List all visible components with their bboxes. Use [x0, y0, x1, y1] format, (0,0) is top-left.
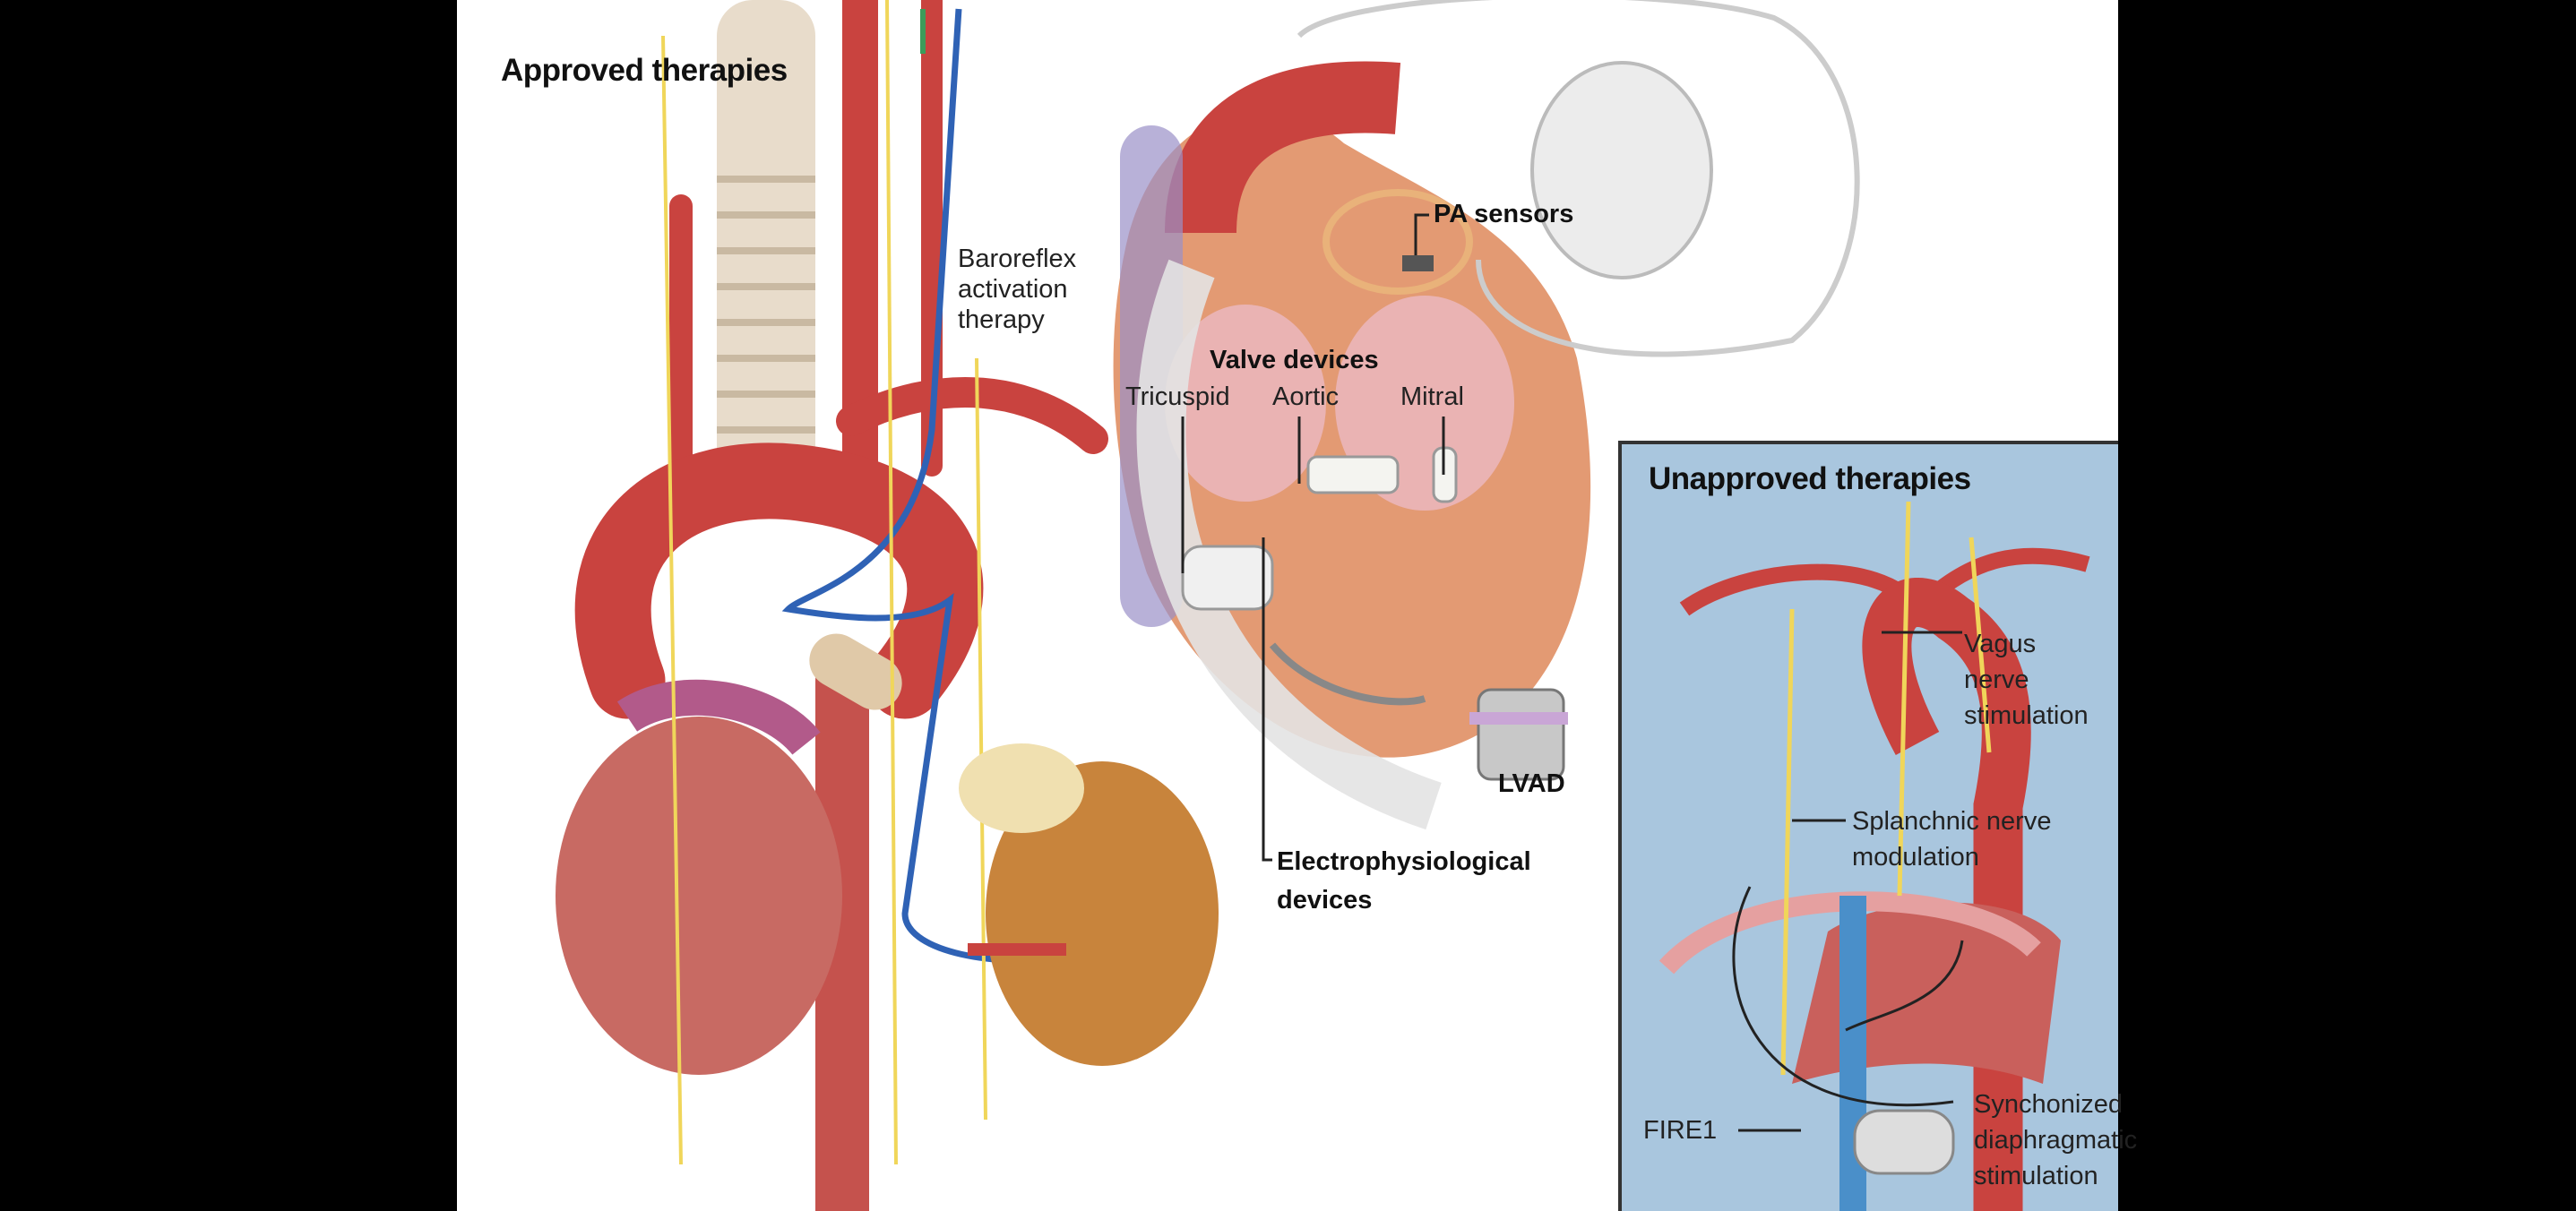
synchronized-label-1: Synchonized	[1974, 1090, 2124, 1119]
aortic-label: Aortic	[1272, 382, 1340, 411]
fire1-label: FIRE1	[1643, 1116, 1718, 1145]
tricuspid-label: Tricuspid	[1125, 382, 1230, 411]
heart-vessel	[616, 679, 821, 756]
aorta-arteries	[574, 0, 1108, 1211]
electrophysiological-label-1: Electrophysiological	[1277, 847, 1531, 876]
bronchus	[809, 633, 902, 710]
vagus-label-2: nerve	[1964, 666, 2029, 694]
heart-center	[1113, 61, 1591, 830]
lvad-label: LVAD	[1498, 769, 1565, 798]
baroreflex-lead	[781, 8, 1067, 964]
unapproved-illustration	[1658, 501, 2090, 1211]
vagus-label-1: Vagus	[1964, 630, 2037, 658]
synchronized-label-3: stimulation	[1974, 1162, 2098, 1190]
baroreflex-label-1: Baroreflex	[958, 245, 1077, 273]
mitral-label: Mitral	[1400, 382, 1464, 411]
kidney	[959, 743, 1219, 1066]
splanchnic-label-2: modulation	[1852, 843, 1979, 872]
nerves	[661, 0, 987, 1165]
leader-lines	[1181, 213, 1445, 862]
synchronized-label-2: diaphragmatic	[1974, 1126, 2138, 1155]
trachea	[717, 0, 815, 502]
splanchnic-label-1: Splanchnic nerve	[1852, 807, 2052, 836]
vagus-label-3: stimulation	[1964, 701, 2089, 730]
heart-left	[556, 717, 842, 1075]
baroreflex-label-2: activation	[958, 275, 1068, 304]
unapproved-therapies-title: Unapproved therapies	[1649, 461, 1971, 496]
approved-therapies-title: Approved therapies	[501, 53, 788, 88]
pa-sensor-reader	[1297, 0, 1860, 357]
baroreflex-label-3: therapy	[958, 305, 1045, 334]
pa-sensors-label: PA sensors	[1434, 200, 1574, 228]
electrophysiological-label-2: devices	[1277, 886, 1373, 915]
unapproved-therapies-panel	[1618, 441, 2118, 1211]
valve-devices-label: Valve devices	[1210, 346, 1379, 374]
